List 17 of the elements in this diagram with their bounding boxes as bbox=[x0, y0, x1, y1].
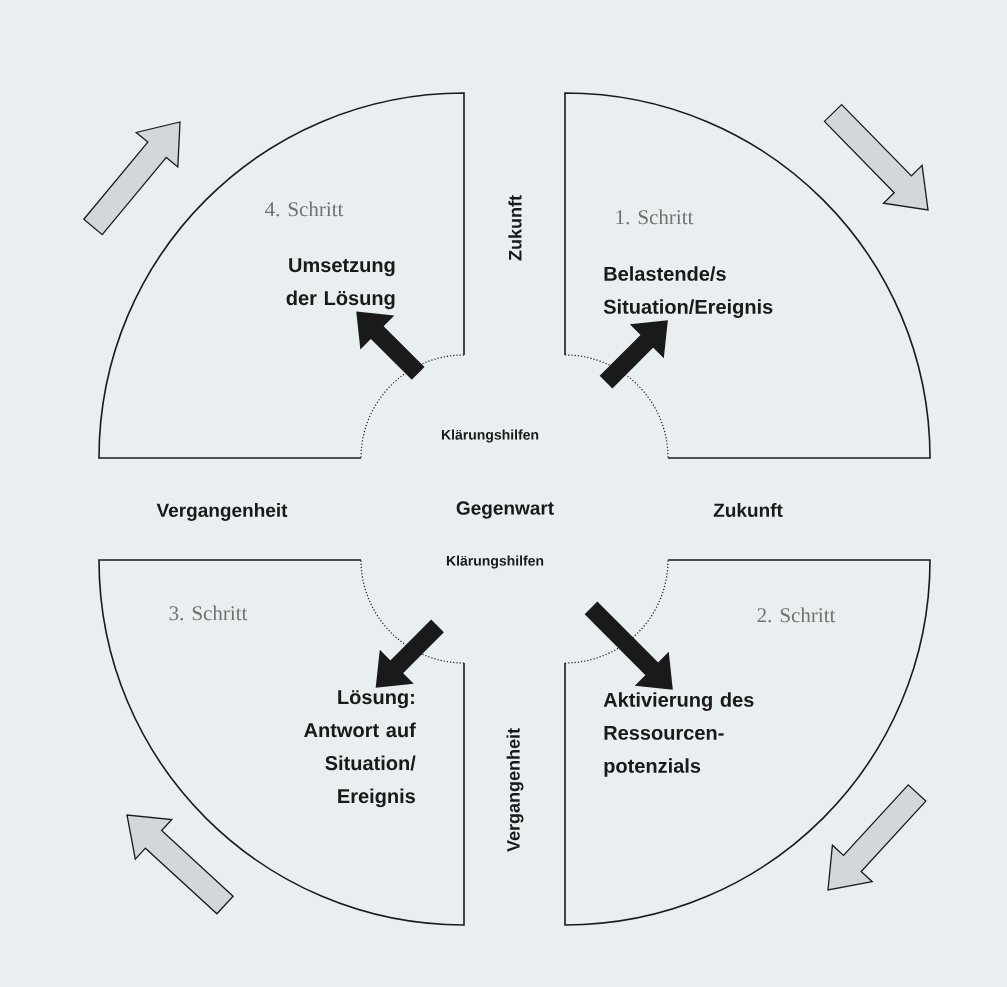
step-label: 4. Schritt bbox=[265, 201, 344, 217]
step-label: 3. Schritt bbox=[169, 605, 248, 621]
arrow bbox=[584, 601, 673, 690]
step-label: 2. Schritt bbox=[757, 607, 836, 623]
text-label: Klärungshilfen bbox=[441, 429, 539, 443]
step-description: Belastende/s Situation/Ereignis bbox=[603, 266, 773, 318]
text-label: Gegenwart bbox=[456, 501, 554, 519]
text-label: Vergangenheit bbox=[506, 728, 524, 852]
text-label: Zukunft bbox=[508, 195, 522, 261]
step-description: Umsetzung der Lösung bbox=[286, 258, 395, 310]
text-label: Vergangenheit bbox=[156, 503, 288, 521]
text-label: Klärungshilfen bbox=[446, 555, 544, 569]
text-label: Zukunft bbox=[713, 503, 783, 517]
arrow bbox=[599, 320, 668, 389]
step-description: Aktivierung des Ressourcen- potenzials bbox=[603, 692, 754, 777]
step-label: 1. Schritt bbox=[616, 209, 694, 225]
step-description: Lösung: Antwort auf Situation/ Ereignis bbox=[304, 690, 416, 808]
